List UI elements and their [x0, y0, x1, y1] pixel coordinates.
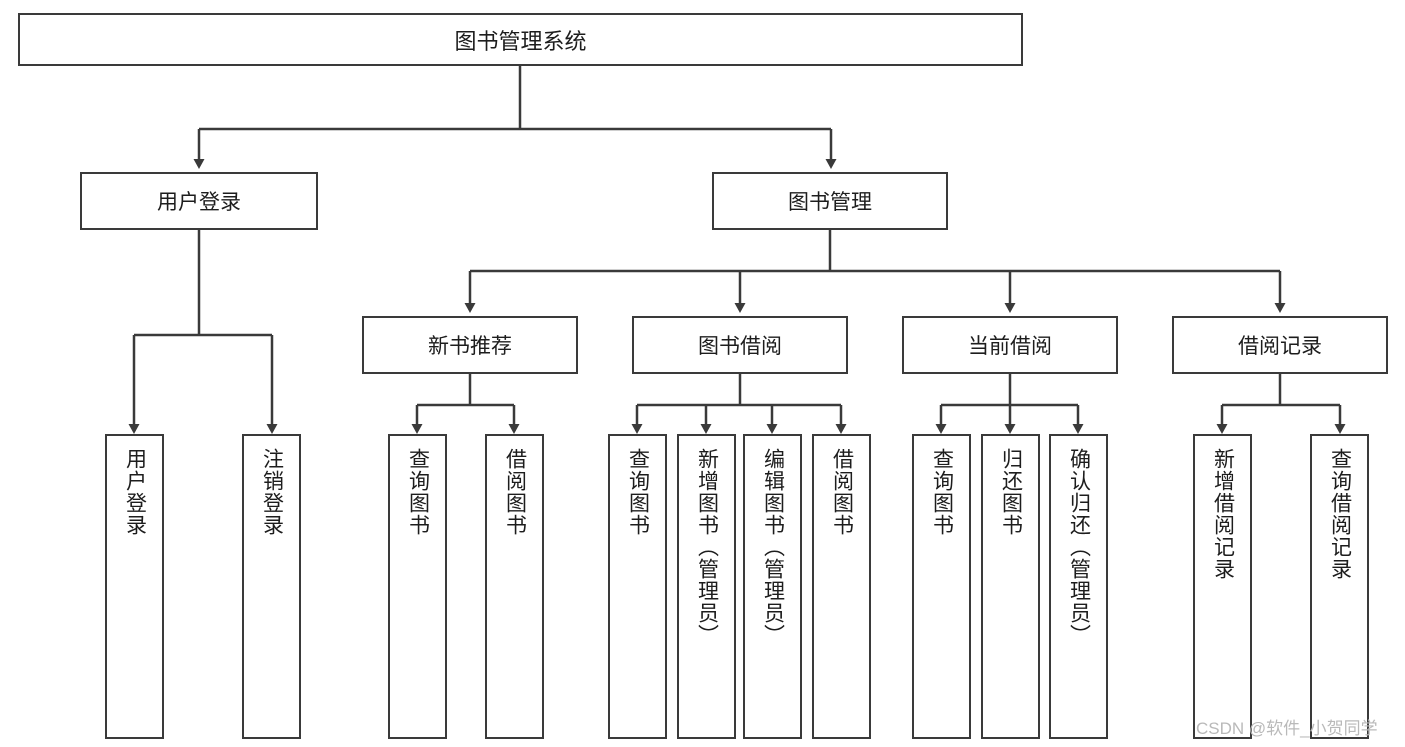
leaf-current-confirm-return[interactable]: 确认归还（管理员）: [1049, 434, 1108, 739]
node-label: 注销登录: [260, 448, 284, 536]
node-label: 编辑图书（管理员）: [761, 448, 785, 646]
node-label: 图书借阅: [698, 335, 782, 358]
node-label: 新书推荐: [428, 335, 512, 358]
leaf-borrow-add-book[interactable]: 新增图书（管理员）: [677, 434, 736, 739]
node-label: 借阅图书: [503, 448, 527, 536]
leaf-recommend-borrow-book[interactable]: 借阅图书: [485, 434, 544, 739]
node-label: 查询图书: [406, 448, 430, 536]
node-label: 借阅记录: [1238, 335, 1322, 358]
node-label: 用户登录: [123, 448, 147, 536]
node-label: 图书管理: [788, 191, 872, 214]
node-label: 新增图书（管理员）: [695, 448, 719, 646]
leaf-borrow-edit-book[interactable]: 编辑图书（管理员）: [743, 434, 802, 739]
node-label: 当前借阅: [968, 335, 1052, 358]
leaf-current-return-book[interactable]: 归还图书: [981, 434, 1040, 739]
node-label: 归还图书: [999, 448, 1023, 536]
leaf-borrow-query-book[interactable]: 查询图书: [608, 434, 667, 739]
node-root-system[interactable]: 图书管理系统: [18, 13, 1023, 66]
leaf-user-login-logout[interactable]: 注销登录: [242, 434, 301, 739]
node-user-login[interactable]: 用户登录: [80, 172, 318, 230]
leaf-record-add-record[interactable]: 新增借阅记录: [1193, 434, 1252, 739]
node-label: 查询图书: [626, 448, 650, 536]
node-label: 查询借阅记录: [1328, 448, 1352, 580]
node-current-borrow[interactable]: 当前借阅: [902, 316, 1118, 374]
node-book-management[interactable]: 图书管理: [712, 172, 948, 230]
node-label: 借阅图书: [830, 448, 854, 536]
node-borrow-record[interactable]: 借阅记录: [1172, 316, 1388, 374]
csdn-watermark: CSDN @软件_小贺同学: [1196, 719, 1378, 738]
node-new-book-recommend[interactable]: 新书推荐: [362, 316, 578, 374]
leaf-recommend-query-book[interactable]: 查询图书: [388, 434, 447, 739]
node-label: 新增借阅记录: [1211, 448, 1235, 580]
leaf-current-query-book[interactable]: 查询图书: [912, 434, 971, 739]
node-book-borrow[interactable]: 图书借阅: [632, 316, 848, 374]
leaf-record-query-record[interactable]: 查询借阅记录: [1310, 434, 1369, 739]
node-label: 查询图书: [930, 448, 954, 536]
node-label: 用户登录: [157, 191, 241, 214]
node-label: 确认归还（管理员）: [1067, 448, 1091, 646]
node-label: 图书管理系统: [454, 28, 587, 54]
leaf-user-login-login[interactable]: 用户登录: [105, 434, 164, 739]
leaf-borrow-borrow-book[interactable]: 借阅图书: [812, 434, 871, 739]
